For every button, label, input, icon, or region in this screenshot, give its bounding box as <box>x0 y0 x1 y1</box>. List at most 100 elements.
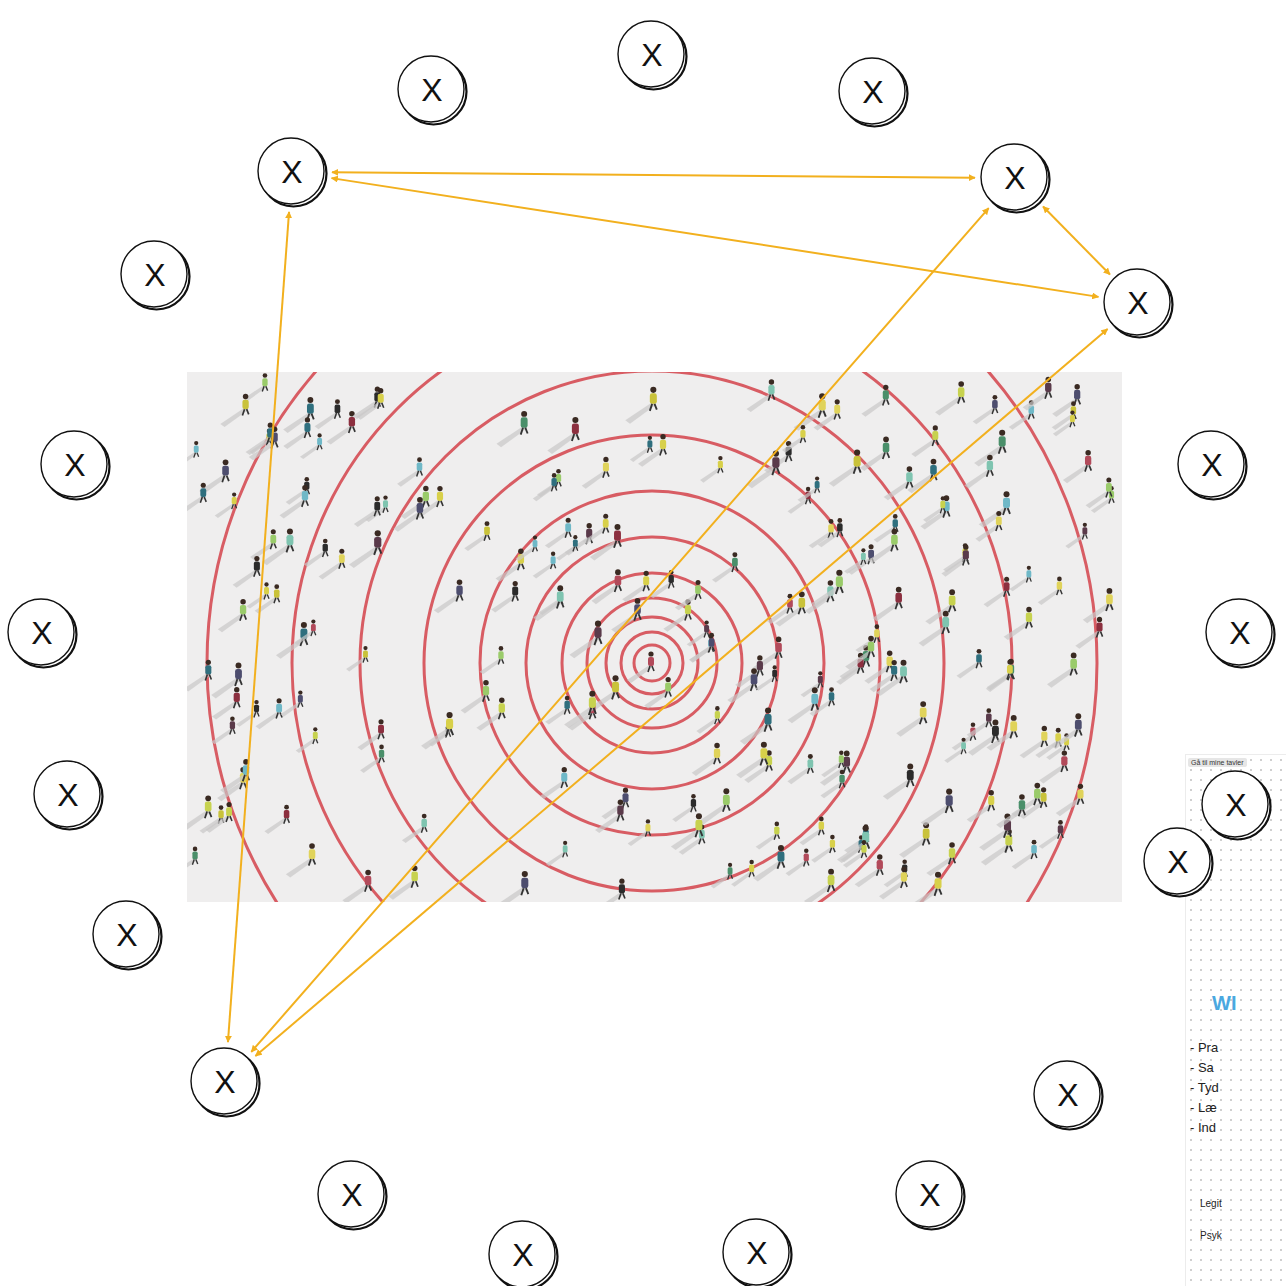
figure-leg <box>868 652 870 658</box>
figure-leg <box>339 563 341 569</box>
figure-leg <box>999 447 1001 454</box>
figure-leg <box>317 445 319 450</box>
figure-body <box>728 867 733 874</box>
figure-leg <box>518 564 520 570</box>
figure-body <box>718 461 723 469</box>
figure-leg <box>326 552 328 556</box>
figure-leg <box>420 471 422 476</box>
figure-leg <box>566 853 568 857</box>
figure-head <box>812 687 818 693</box>
figure-leg <box>988 805 990 811</box>
figure-shadow <box>256 711 282 730</box>
figure-body <box>304 423 310 432</box>
figure-head <box>958 381 964 387</box>
person-figure <box>899 822 929 858</box>
figure-leg <box>864 560 866 564</box>
figure-leg <box>953 858 955 863</box>
figure-leg <box>950 806 952 812</box>
circle-node: X <box>1142 826 1214 898</box>
figure-leg <box>572 434 574 441</box>
person-figure <box>820 751 850 786</box>
figure-shadow <box>397 469 421 487</box>
figure-shadow <box>556 545 577 560</box>
figure-leg <box>905 676 907 682</box>
figure-body <box>839 775 844 783</box>
person-figure <box>957 649 982 679</box>
figure-shadow <box>402 825 426 843</box>
figure-shadow <box>1009 576 1030 591</box>
figure-leg <box>227 476 229 482</box>
figure-shadow <box>464 533 489 551</box>
figure-body <box>757 661 763 670</box>
figure-leg <box>617 692 619 698</box>
figure-leg <box>383 508 385 513</box>
figure-head <box>563 841 567 845</box>
figure-body <box>807 759 813 768</box>
person-figure <box>967 708 992 737</box>
figure-leg <box>1041 741 1043 747</box>
figure-shadow <box>861 397 887 416</box>
node-label: X <box>116 919 137 951</box>
figure-body <box>958 387 965 397</box>
figure-leg <box>615 585 617 592</box>
person-figure <box>829 449 861 486</box>
figure-head <box>1074 384 1079 389</box>
figure-body <box>650 393 657 404</box>
figure-head <box>971 722 976 727</box>
figure-body <box>192 852 197 860</box>
figure-leg <box>891 545 893 552</box>
figure-leg <box>772 394 774 399</box>
figure-head <box>557 585 563 591</box>
figure-shadow <box>595 813 623 833</box>
figure-leg <box>267 594 269 598</box>
figure-leg <box>872 652 874 657</box>
figure-shadow <box>941 557 967 576</box>
figure-head <box>378 388 383 393</box>
figure-head <box>987 455 993 461</box>
figure-head <box>565 696 570 701</box>
figure-leg <box>378 733 380 739</box>
figure-body <box>732 558 738 567</box>
figure-leg <box>1075 669 1077 675</box>
figure-body <box>1026 570 1031 577</box>
figure-head <box>232 492 236 496</box>
person-figure <box>546 841 568 866</box>
figure-leg <box>821 683 823 687</box>
person-figure <box>1083 588 1113 623</box>
figure-head <box>863 825 869 831</box>
person-figure <box>1052 384 1080 417</box>
figure-shadow <box>923 507 944 523</box>
figure-leg <box>780 652 782 657</box>
figure-body <box>1005 835 1012 845</box>
figure-body <box>417 503 424 513</box>
figure-leg <box>874 637 876 642</box>
figure-leg <box>831 596 833 601</box>
figure-body <box>557 592 564 602</box>
ui-list-item: - Tyd <box>1190 1080 1219 1095</box>
figure-body <box>1045 383 1051 393</box>
circle-ring <box>1178 431 1244 497</box>
circle-node: X <box>616 19 688 91</box>
figure-leg <box>967 559 969 564</box>
figure-head <box>749 860 753 864</box>
figure-body <box>709 638 715 647</box>
figure-leg <box>487 695 489 700</box>
figure-head <box>595 621 601 627</box>
figure-head <box>485 521 490 526</box>
person-figure <box>360 745 384 773</box>
node-label: X <box>1229 617 1250 649</box>
figure-body <box>798 598 805 608</box>
figure-head <box>1097 617 1102 622</box>
figure-head <box>887 651 892 656</box>
figure-head <box>1007 660 1012 665</box>
person-figure <box>870 660 898 692</box>
figure-shadow <box>884 480 912 500</box>
figure-leg <box>939 889 941 895</box>
figure-leg <box>854 467 856 474</box>
figure-head <box>949 842 955 848</box>
person-figure <box>638 434 666 467</box>
figure-body <box>298 695 303 703</box>
figure-shadow <box>357 732 383 751</box>
figure-shadow <box>986 729 1016 751</box>
figure-body <box>235 669 242 679</box>
